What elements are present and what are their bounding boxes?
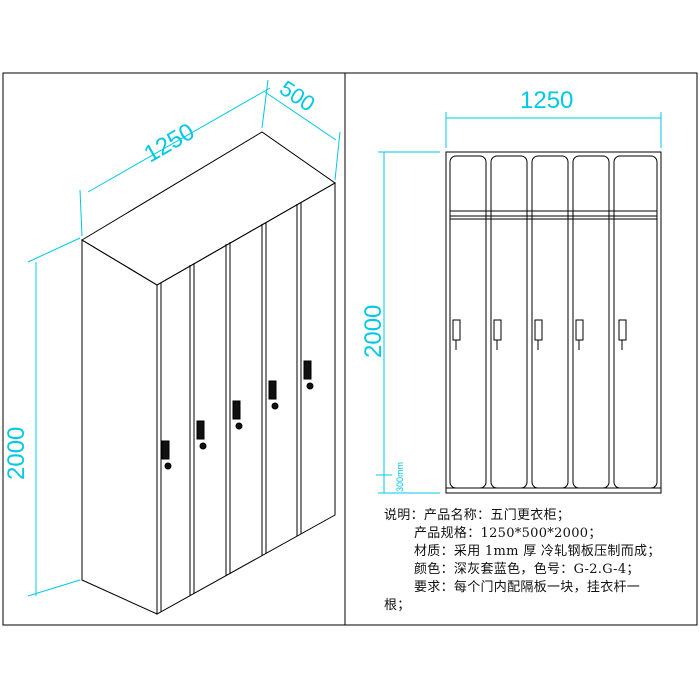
lock-icon: [575, 319, 584, 350]
front-base-label: 300mm: [395, 462, 405, 492]
iso-depth-label: 500: [275, 75, 319, 116]
iso-width-label: 1250: [140, 118, 200, 168]
note-line-2: 产品规格：1250*500*2000；: [414, 526, 602, 541]
note-line-5: 要求：每个门内配隔板一块，挂衣杆一: [414, 580, 641, 595]
lock-icon: [196, 420, 207, 450]
lock-icon: [618, 319, 627, 350]
front-dimension-lines: [376, 112, 662, 494]
note-line-3: 材质：采用 1mm 厚 冷轧钢板压制而成；: [414, 544, 661, 559]
iso-cabinet: [81, 131, 336, 615]
front-doors: [449, 155, 658, 489]
iso-height-label: 2000: [3, 427, 30, 480]
front-height-label: 2000: [360, 305, 387, 358]
lock-icon: [534, 319, 543, 350]
note-line-1: 说明：产品名称：五门更衣柜；: [384, 508, 571, 523]
lock-icon: [452, 319, 461, 350]
front-cabinet: [445, 151, 662, 494]
lock-icon: [161, 440, 172, 470]
front-locks: [452, 319, 627, 350]
iso-locks: [161, 360, 314, 470]
front-width-label: 1250: [520, 87, 573, 114]
note-line-6: 根；: [384, 598, 411, 613]
lock-icon: [268, 380, 279, 410]
iso-door-lines: [189, 202, 302, 596]
note-line-4: 颜色：深灰套蓝色，色号：G-2.G-4；: [414, 562, 640, 577]
spec-notes: 说明：产品名称：五门更衣柜； 产品规格：1250*500*2000； 材质：采用…: [384, 507, 696, 615]
drawing-frame: [2, 72, 698, 626]
lock-icon: [303, 360, 314, 390]
lock-icon: [493, 319, 502, 350]
iso-dimension-lines: [27, 79, 341, 597]
lock-icon: [232, 400, 243, 430]
